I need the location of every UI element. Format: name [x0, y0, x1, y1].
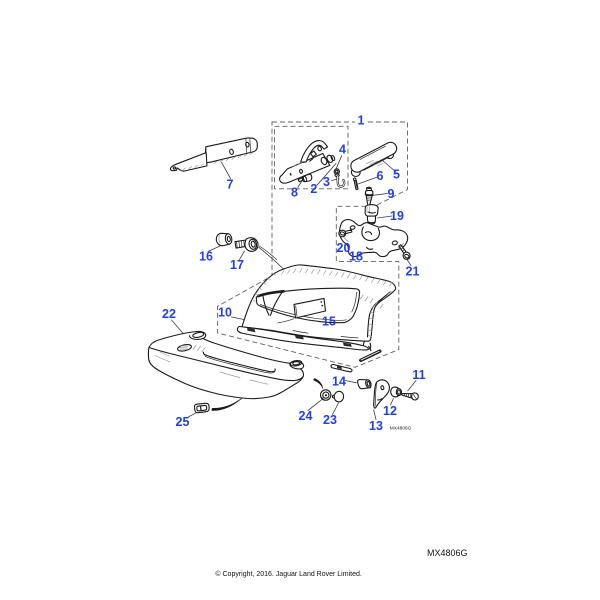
svg-text:17: 17	[230, 258, 244, 272]
svg-text:3: 3	[323, 175, 330, 189]
svg-text:22: 22	[162, 307, 176, 321]
svg-text:4: 4	[339, 143, 346, 157]
svg-text:7: 7	[227, 178, 234, 192]
svg-text:12: 12	[383, 404, 397, 418]
svg-text:14: 14	[332, 375, 346, 389]
svg-text:19: 19	[390, 209, 404, 223]
svg-text:15: 15	[322, 315, 336, 329]
svg-text:6: 6	[377, 169, 384, 183]
svg-text:10: 10	[218, 306, 232, 320]
svg-text:MX4806G: MX4806G	[390, 425, 412, 431]
svg-text:16: 16	[199, 250, 213, 264]
svg-text:2: 2	[310, 182, 317, 196]
svg-text:20: 20	[337, 241, 351, 255]
svg-text:25: 25	[176, 415, 190, 429]
svg-text:13: 13	[369, 419, 383, 433]
svg-text:11: 11	[412, 368, 425, 382]
svg-text:21: 21	[406, 265, 420, 279]
svg-text:5: 5	[393, 168, 400, 182]
svg-text:24: 24	[299, 409, 313, 423]
svg-text:23: 23	[323, 413, 337, 427]
svg-text:MX4806G: MX4806G	[427, 548, 468, 558]
svg-text:8: 8	[291, 186, 298, 200]
svg-text:1: 1	[358, 114, 365, 128]
svg-text:© Copyright, 2016. Jaguar Land: © Copyright, 2016. Jaguar Land Rover Lim…	[215, 570, 361, 578]
svg-text:18: 18	[349, 250, 363, 264]
svg-text:9: 9	[388, 187, 395, 201]
